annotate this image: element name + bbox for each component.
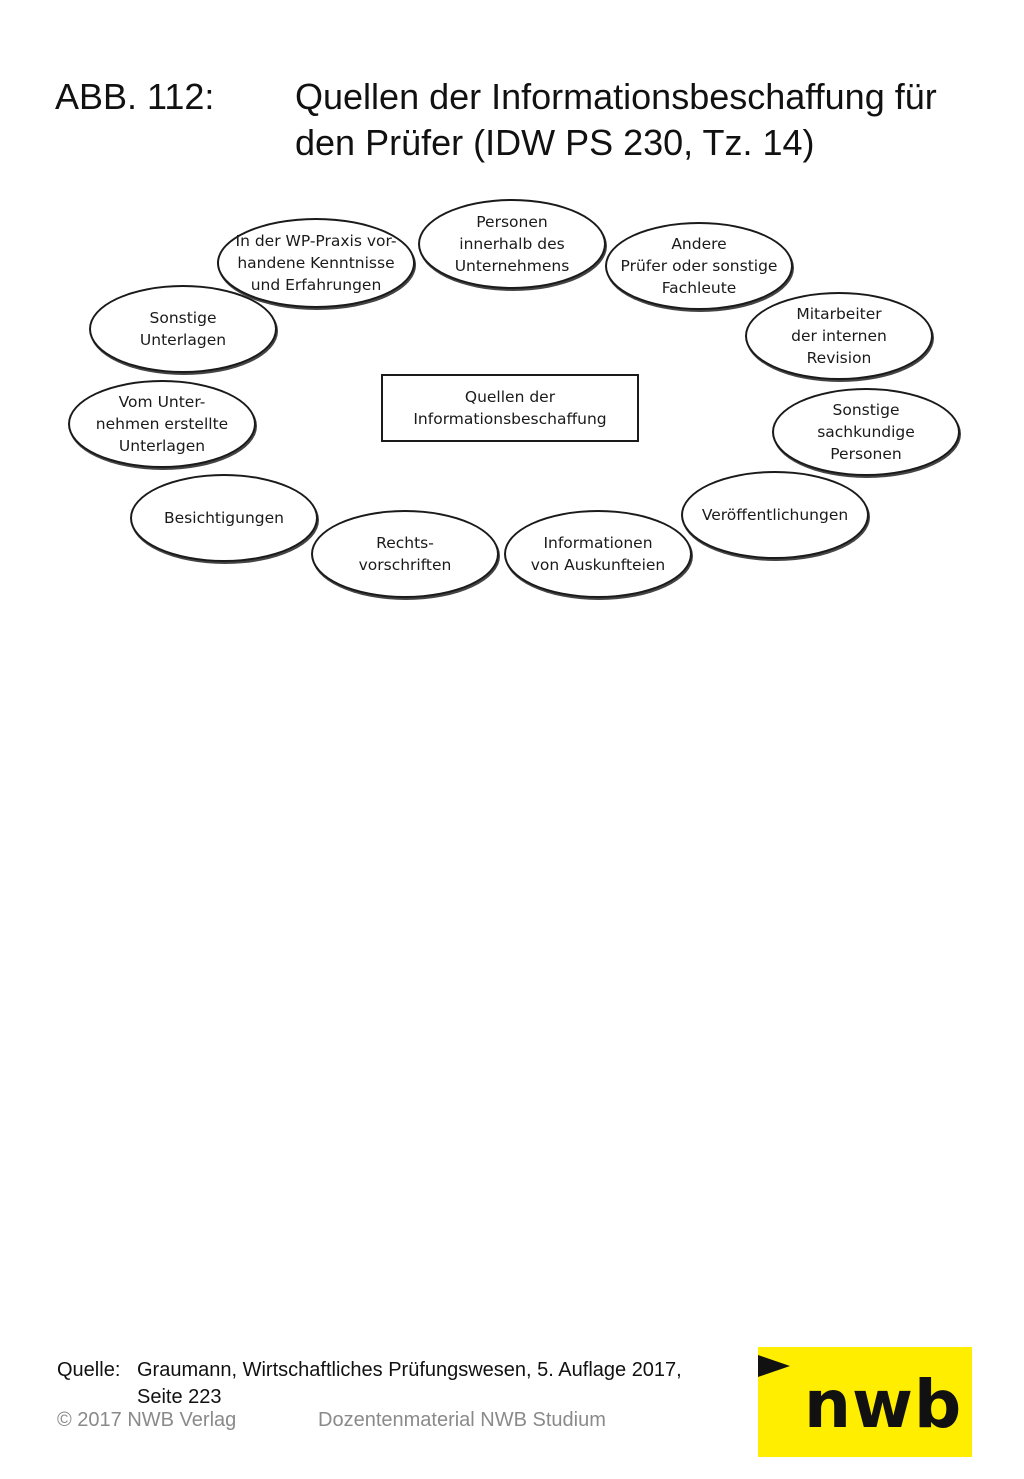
nwb-logo: nwb	[758, 1347, 972, 1457]
bubble-auskunfteien: Informationen von Auskunfteien	[504, 510, 692, 598]
bubble-line: Prüfer oder sonstige	[620, 257, 778, 275]
bubble-line: von Auskunfteien	[530, 556, 666, 574]
center-node-line-1: Quellen der	[464, 388, 556, 406]
bubble-line: Mitarbeiter	[796, 305, 882, 323]
bubble-line: und Erfahrungen	[250, 276, 382, 294]
bubble-line: Vom Unter-	[118, 393, 206, 411]
bubble-line: Andere	[671, 235, 727, 253]
bubble-besichtigungen: Besichtigungen	[130, 474, 318, 562]
bubble-line: Sonstige	[832, 401, 900, 419]
bubble-line: Personen	[830, 445, 902, 463]
bubble-line: sachkundige	[817, 423, 915, 441]
bubble-line: Unterlagen	[118, 437, 206, 455]
center-node: Quellen der Informationsbeschaffung	[381, 374, 639, 442]
bubble-line: Sonstige	[149, 309, 217, 327]
bubble-line: vorschriften	[358, 556, 452, 574]
bubble-andere-pruefer: Andere Prüfer oder sonstige Fachleute	[605, 222, 793, 310]
bubble-personen-innerhalb: Personen innerhalb des Unternehmens	[418, 199, 606, 289]
bubble-unternehmen-unterlagen: Vom Unter- nehmen erstellte Unterlagen	[68, 380, 256, 468]
logo-background	[758, 1347, 972, 1457]
logo-text: nwb	[804, 1366, 963, 1443]
bubble-line: Informationen	[543, 534, 653, 552]
source-citation-line-2: Seite 223	[137, 1386, 222, 1408]
bubble-line: handene Kenntnisse	[237, 254, 395, 272]
bubble-line: Rechts-	[376, 534, 434, 552]
bubble-line: Veröffentlichungen	[701, 506, 849, 524]
bubble-line: Besichtigungen	[164, 509, 284, 527]
bubble-line: In der WP-Praxis vor-	[235, 232, 397, 250]
figure-title-line-2: den Prüfer (IDW PS 230, Tz. 14)	[295, 122, 815, 163]
source-citation-line-1: Graumann, Wirtschaftliches Prüfungswesen…	[137, 1359, 682, 1381]
bubble-sonstige-unterlagen: Sonstige Unterlagen	[89, 285, 277, 373]
bubble-line: innerhalb des	[459, 235, 565, 253]
material-note: Dozentenmaterial NWB Studium	[318, 1409, 606, 1431]
figure-title: Quellen der Informationsbeschaffung für …	[295, 74, 995, 166]
bubble-line: Fachleute	[661, 279, 737, 297]
source-label: Quelle:	[57, 1359, 121, 1381]
bubble-line: der internen	[791, 327, 887, 345]
bubble-wp-praxis: In der WP-Praxis vor- handene Kenntnisse…	[217, 218, 415, 308]
figure-title-line-1: Quellen der Informationsbeschaffung für	[295, 76, 937, 117]
sources-diagram: Quellen der Informationsbeschaffung Pers…	[0, 0, 1024, 640]
bubble-mitarbeiter-revision: Mitarbeiter der internen Revision	[745, 292, 933, 380]
bubble-line: Personen	[476, 213, 548, 231]
bubble-line: Unterlagen	[139, 331, 227, 349]
bubble-line: Unternehmens	[454, 257, 570, 275]
bubble-sachkundige-personen: Sonstige sachkundige Personen	[772, 388, 960, 476]
bubble-rechtsvorschriften: Rechts- vorschriften	[311, 510, 499, 598]
figure-label: ABB. 112:	[55, 76, 215, 117]
arrow-icon	[758, 1355, 790, 1377]
bubble-line: Revision	[806, 349, 872, 367]
bubble-veroeffentlichungen: Veröffentlichungen	[681, 471, 869, 559]
bubble-line: nehmen erstellte	[95, 415, 229, 433]
copyright-notice: © 2017 NWB Verlag	[57, 1409, 237, 1431]
source-citation: Graumann, Wirtschaftliches Prüfungswesen…	[137, 1357, 682, 1411]
center-node-line-2: Informationsbeschaffung	[413, 410, 607, 428]
